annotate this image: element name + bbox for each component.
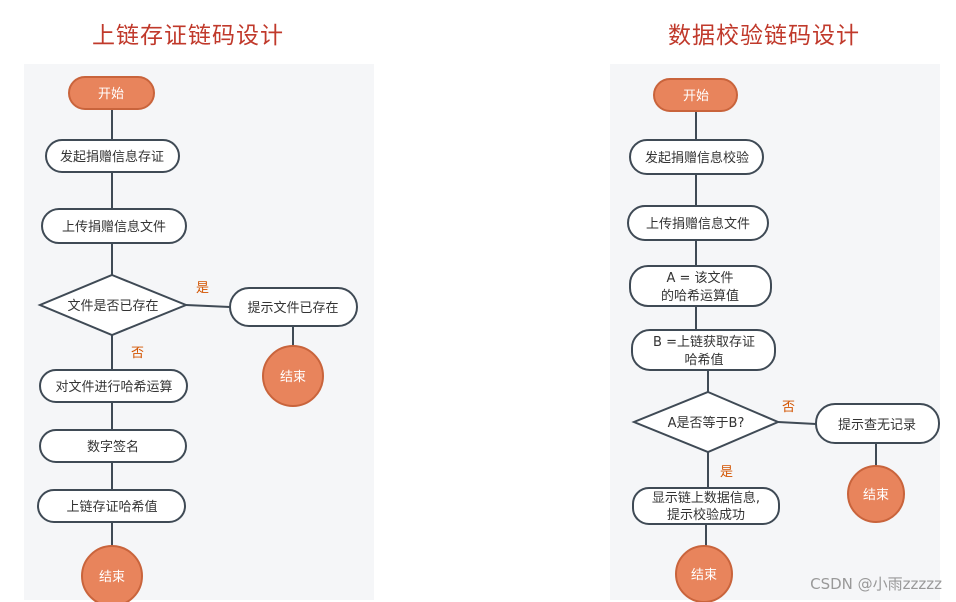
- left-end-node-bottom: 结束: [81, 545, 143, 602]
- left-process-hash-label: 对文件进行哈希运算: [55, 380, 172, 395]
- right-process-upload: 上传捐赠信息文件: [627, 205, 769, 241]
- right-process-no-record: 提示查无记录: [815, 403, 940, 444]
- right-process-hash-a-line2: 的哈希运算值: [661, 288, 739, 304]
- right-process-success: 显示链上数据信息, 提示校验成功: [632, 487, 780, 525]
- left-process-initiate: 发起捐赠信息存证: [45, 139, 180, 173]
- left-process-signature: 数字签名: [39, 429, 187, 463]
- left-process-signature-label: 数字签名: [87, 439, 139, 455]
- right-connector-no: [777, 421, 817, 425]
- csdn-watermark: CSDN @小雨zzzzz: [810, 575, 942, 593]
- left-start-node: 开始: [68, 76, 155, 110]
- left-start-label: 开始: [98, 87, 124, 102]
- right-process-hash-a-line1: A = 该文件: [666, 271, 733, 286]
- left-connector-yes: [185, 304, 231, 308]
- right-process-hash-b-line1: B =上链获取存证: [653, 335, 755, 350]
- right-end-right-label: 结束: [863, 488, 889, 503]
- left-process-onchain-label: 上链存证哈希值: [66, 499, 157, 515]
- left-process-hash: 对文件进行哈希运算: [39, 369, 188, 403]
- left-flowchart-title: 上链存证链码设计: [92, 23, 284, 49]
- right-process-no-record-label: 提示查无记录: [838, 417, 916, 433]
- left-process-initiate-label: 发起捐赠信息存证: [60, 149, 164, 165]
- left-decision-exists: 文件是否已存在: [37, 273, 189, 337]
- left-end-right-label: 结束: [280, 370, 306, 385]
- right-process-hash-b: B =上链获取存证 哈希值: [631, 329, 776, 371]
- right-process-upload-label: 上传捐赠信息文件: [646, 216, 750, 232]
- left-end-node-right: 结束: [262, 345, 324, 407]
- left-process-onchain: 上链存证哈希值: [37, 489, 186, 523]
- right-process-hash-b-line2: 哈希值: [684, 352, 723, 368]
- right-decision-label: A是否等于B?: [668, 415, 745, 431]
- right-flowchart: [695, 110, 877, 548]
- right-start-node: 开始: [653, 78, 738, 112]
- left-end-bottom-label: 结束: [99, 570, 125, 585]
- right-process-success-line1: 显示链上数据信息,: [652, 490, 760, 506]
- right-no-label: 否: [782, 400, 795, 415]
- right-end-node-right: 结束: [847, 465, 905, 523]
- right-decision-equal: A是否等于B?: [631, 390, 781, 454]
- right-yes-label: 是: [720, 465, 733, 480]
- left-process-upload-label: 上传捐赠信息文件: [62, 219, 166, 235]
- right-flowchart-title: 数据校验链码设计: [668, 23, 860, 49]
- right-process-hash-a: A = 该文件 的哈希运算值: [629, 265, 772, 307]
- left-flowchart: [111, 108, 294, 552]
- right-start-label: 开始: [683, 89, 709, 104]
- left-process-file-exists-label: 提示文件已存在: [247, 300, 338, 316]
- left-process-file-exists: 提示文件已存在: [229, 287, 358, 327]
- right-end-bottom-label: 结束: [691, 568, 717, 583]
- left-process-upload: 上传捐赠信息文件: [41, 208, 187, 244]
- left-decision-label: 文件是否已存在: [67, 299, 158, 314]
- left-no-label: 否: [131, 346, 144, 361]
- left-yes-label: 是: [196, 281, 209, 296]
- right-end-node-bottom: 结束: [675, 545, 733, 602]
- right-process-initiate: 发起捐赠信息校验: [629, 139, 764, 175]
- right-process-success-line2: 提示校验成功: [667, 507, 745, 523]
- right-process-initiate-label: 发起捐赠信息校验: [645, 150, 749, 166]
